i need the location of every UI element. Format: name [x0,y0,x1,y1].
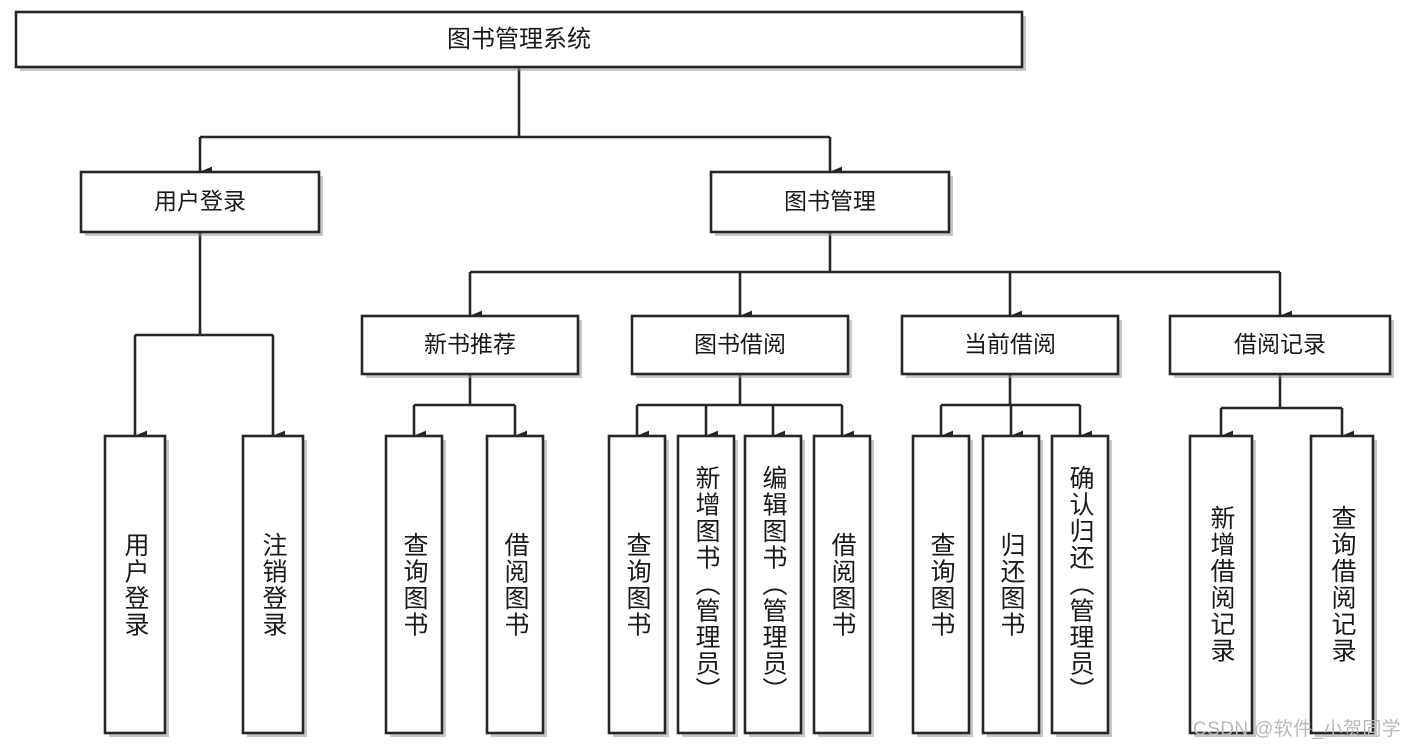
node-box-confirm-return-admin[interactable] [1050,434,1110,735]
node-label-borrow-record: 借阅记录 [1234,331,1326,357]
node-box-user-login[interactable] [79,170,321,234]
connector-newbook-to-leaves [412,374,528,442]
connector-layer [133,67,1355,442]
connector-root-to-level1 [198,67,843,178]
node-label-new-book-recommend: 新书推荐 [424,331,516,357]
node-box-user-logout-leaf[interactable] [241,434,305,735]
node-box-return-book[interactable] [981,434,1041,735]
node-box-query-book-3[interactable] [911,434,971,735]
node-box-root[interactable] [14,10,1024,69]
node-box-query-book-1[interactable] [384,434,444,735]
node-label-root: 图书管理系统 [447,26,591,53]
connector-user-login-to-leaves [133,232,286,442]
node-box-borrow-record[interactable] [1168,314,1392,376]
node-box-layer [14,10,1394,737]
connector-borrowrecord-to-leaves [1219,374,1355,442]
connector-bookmgmt-to-level2 [468,232,1293,322]
node-box-new-book-recommend[interactable] [360,314,580,376]
node-box-query-borrow-record[interactable] [1309,434,1375,735]
node-box-current-borrow[interactable] [900,314,1120,376]
node-label-book-management: 图书管理 [784,188,876,214]
csdn-watermark: CSDN @软件_小贺同学 [1193,719,1402,740]
node-box-book-management[interactable] [709,170,951,234]
node-label-user-login: 用户登录 [154,188,246,214]
node-label-book-borrow: 图书借阅 [694,331,786,357]
node-box-edit-book-admin[interactable] [743,434,803,735]
node-box-user-login-leaf[interactable] [103,434,167,735]
node-box-book-borrow[interactable] [630,314,850,376]
connector-currentborrow-to-leaves [939,374,1093,442]
node-box-add-borrow-record[interactable] [1188,434,1254,735]
node-box-borrow-book-2[interactable] [812,434,872,735]
node-box-borrow-book-1[interactable] [485,434,545,735]
node-box-add-book-admin[interactable] [676,434,736,735]
connector-bookborrow-to-leaves [635,374,855,442]
node-label-current-borrow: 当前借阅 [964,331,1056,357]
node-box-query-book-2[interactable] [607,434,667,735]
